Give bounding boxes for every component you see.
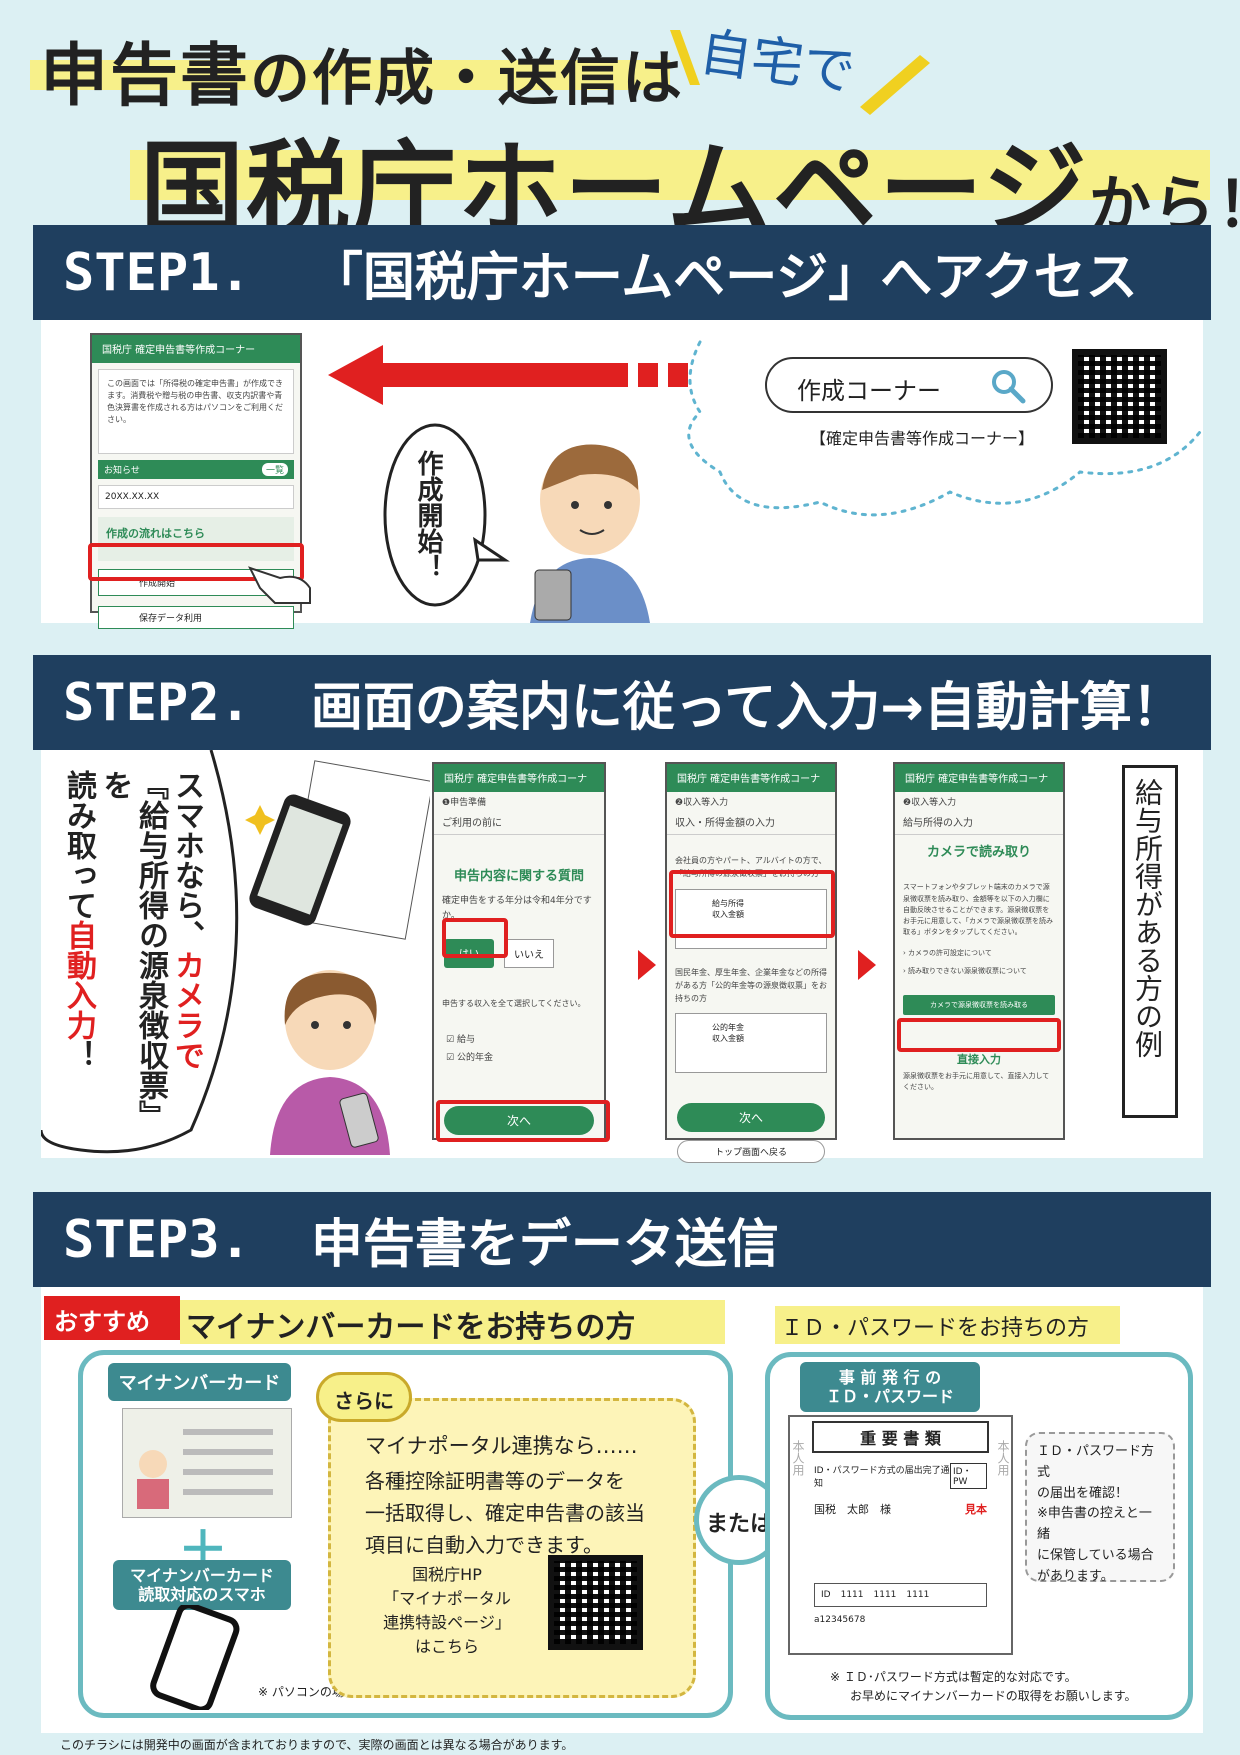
portal-qr-code[interactable] [548, 1555, 643, 1650]
no-button[interactable]: いいえ [504, 939, 554, 969]
checkbox-salary[interactable]: ☑ 給与 [446, 1034, 475, 1045]
phone-header: 国税庁 確定申告書等作成コーナー [434, 764, 604, 800]
headline-1: 申告書の作成・送信は [40, 37, 685, 116]
saved-data-button[interactable]: 保存データ利用 [98, 606, 294, 629]
id-notice-document: 重 要 書 類 ID・パスワード方式の届出完了通知 ID・PW 国税 太郎 様 … [788, 1415, 1013, 1655]
notice-list-button[interactable]: 一覧 [261, 463, 288, 476]
jitaku-text: 自宅で [695, 22, 859, 104]
card-label: マイナンバーカード [108, 1363, 291, 1401]
step2-phone-1: 国税庁 確定申告書等作成コーナー ❶申告準備 ご利用の前に 申告内容に関する質問… [432, 762, 606, 1140]
phone-step: ❷収入等入力 [675, 798, 729, 808]
smartphone-icon [150, 1605, 240, 1710]
notice-date: 20XX.XX.XX [98, 485, 294, 509]
portal-desc: 各種控除証明書等のデータを 一括取得し、確定申告書の該当 項目に自動入力できます… [365, 1469, 645, 1557]
search-icon [992, 370, 1026, 404]
mynumber-heading: マイナンバーカードをお持ちの方 [180, 1300, 725, 1345]
phone-subtitle: 収入・所得金額の入力 [667, 814, 835, 836]
portal-title: マイナポータル連携なら…… [365, 1434, 638, 1458]
red-arrow-icon [328, 345, 688, 405]
hand-pointer-icon [248, 566, 311, 604]
step2-phone-2: 国税庁 確定申告書等作成コーナー ❷収入等入力 収入・所得金額の入力 会社員の方… [665, 762, 837, 1164]
step1-phone: 国税庁 確定申告書等作成コーナー この画面では「所得税の確定申告書」が作成できま… [90, 333, 302, 629]
doc-side-right: 本人用 [996, 1440, 1010, 1476]
checkbox-pension[interactable]: ☑ 公的年金 [446, 1053, 493, 1064]
unreadable-link[interactable]: › 読み取りできない源泉徴収票について [903, 966, 1027, 975]
camera-highlight [897, 1018, 1061, 1052]
phone-header: 国税庁 確定申告書等作成コーナー [667, 764, 835, 800]
step1-header: STEP1. 「国税庁ホームページ」へアクセス [33, 225, 1211, 320]
triangle-arrow-icon [858, 950, 876, 980]
phone-step: ❷収入等入力 [903, 798, 957, 808]
side-label: 給与所得がある方の例 [1122, 765, 1178, 1118]
doc-id-row: ID 1111 1111 1111 [814, 1583, 987, 1607]
notice-bar: お知らせ 一覧 [98, 460, 294, 479]
recommend-badge: おすすめ [44, 1296, 180, 1340]
title-highlight-2 [130, 150, 1210, 200]
id-footnote: ※ ＩＤ･パスワード方式は暫定的な対応です。 お早めにマイナンバーカードの取得を… [830, 1670, 1137, 1704]
yes-highlight [442, 918, 508, 958]
id-pill: 事 前 発 行 の ＩＤ・パスワード [800, 1362, 980, 1413]
phone-label: マイナンバーカード 読取対応のスマホ [113, 1560, 291, 1611]
bubble-text: 作成開始！ [413, 450, 443, 580]
withholding-slip-illustration [245, 760, 430, 940]
camera-read-button[interactable]: カメラで源泉徴収票を読み取る [903, 994, 1055, 1015]
next-button[interactable]: 次へ [677, 1103, 825, 1133]
phone-desc-2: 国民年金、厚生年金、企業年金などの所得がある方「公的年金等の源泉徴収票」をお持ち… [675, 967, 827, 1003]
camera-desc: スマートフォンやタブレット端末のカメラで源泉徴収票を読み取り、金額等を以下の入力… [903, 883, 1053, 937]
pension-item[interactable]: 公的年金 収入金額 [675, 1013, 827, 1074]
sarani-badge: さらに [316, 1372, 412, 1422]
phone-question-2: 申告する収入を全て選択してください。 [442, 999, 586, 1009]
next-highlight [436, 1100, 610, 1142]
search-input[interactable]: 作成コーナー [765, 357, 1053, 413]
step2-bubble-outline [41, 750, 239, 1154]
doc-name-row: 国税 太郎 様 見本 [814, 1503, 987, 1516]
phone-header: 国税庁 確定申告書等作成コーナー [895, 764, 1063, 800]
portal-hp-text: 国税庁HP 「マイナポータル 連携特設ページ」 はこちら [383, 1565, 511, 1656]
doc-side-left: 本人用 [791, 1440, 805, 1476]
phone-step: ❶申告準備 [442, 798, 487, 808]
man-illustration [530, 444, 650, 623]
direct-input-title[interactable]: 直接入力 [957, 1052, 1001, 1066]
step2-header: STEP2. 画面の案内に従って入力→自動計算！ [33, 655, 1211, 750]
camera-title: カメラで読み取り [926, 845, 1031, 861]
phone-subtitle: 給与所得の入力 [895, 814, 1063, 836]
doc-code: a12345678 [814, 1615, 866, 1625]
start-highlight [88, 543, 304, 581]
flow-link[interactable]: 作成の流れはこちら [98, 517, 294, 561]
spark-icon [670, 30, 700, 85]
camera-permission-link[interactable]: › カメラの許可設定について [903, 949, 992, 958]
footer-disclaimer: このチラシには開発中の画面が含まれておりますので、実際の画面とは異なる場合があり… [60, 1738, 574, 1752]
doc-title: 重 要 書 類 [812, 1421, 989, 1453]
step2-bubble-text: スマホなら、カメラで 『給与所得の源泉徴収票』を 読み取って自動入力！ [61, 770, 204, 1130]
step2-phone-3: 国税庁 確定申告書等作成コーナー ❷収入等入力 給与所得の入力 カメラで読み取り… [893, 762, 1065, 1140]
doc-line: ID・パスワード方式の届出完了通知 ID・PW [790, 1457, 1011, 1495]
woman-illustration [270, 970, 390, 1155]
step3-header: STEP3. 申告書をデータ送信 [33, 1192, 1211, 1287]
spark-icon [860, 55, 930, 115]
direct-input-desc: 源泉徴収票をお手元に用意して、直接入力してください。 [903, 1071, 1050, 1091]
phone-question: 確定申告をする年分は令和4年分ですか。 [442, 896, 592, 921]
triangle-arrow-icon [638, 950, 656, 980]
speech-bubble [383, 423, 510, 607]
mynumber-card-image [122, 1408, 292, 1518]
id-heading: ＩＤ・パスワードをお持ちの方 [775, 1306, 1120, 1344]
phone-header: 国税庁 確定申告書等作成コーナー [92, 335, 300, 363]
title-highlight-1 [30, 60, 670, 90]
phone-intro: この画面では「所得税の確定申告書」が作成できます。消費税や贈与税の申告書、収支内… [98, 369, 294, 454]
phone-subtitle: ご利用の前に [434, 814, 604, 836]
id-note: ＩＤ・パスワード方式 の届出を確認！ ※申告書の控えと一緒 に保管している場合 … [1025, 1432, 1175, 1584]
salary-highlight [669, 870, 835, 938]
cloud-outline [687, 340, 1202, 517]
back-to-top-button[interactable]: トップ画面へ戻る [677, 1140, 825, 1164]
next-button[interactable]: 次へ [444, 1105, 594, 1135]
search-caption: 【確定申告書等作成コーナー】 [810, 429, 1035, 448]
qr-code[interactable] [1072, 349, 1167, 444]
salary-item[interactable]: 給与所得 収入金額 [675, 888, 827, 949]
phone-question-title: 申告内容に関する質問 [453, 869, 584, 885]
